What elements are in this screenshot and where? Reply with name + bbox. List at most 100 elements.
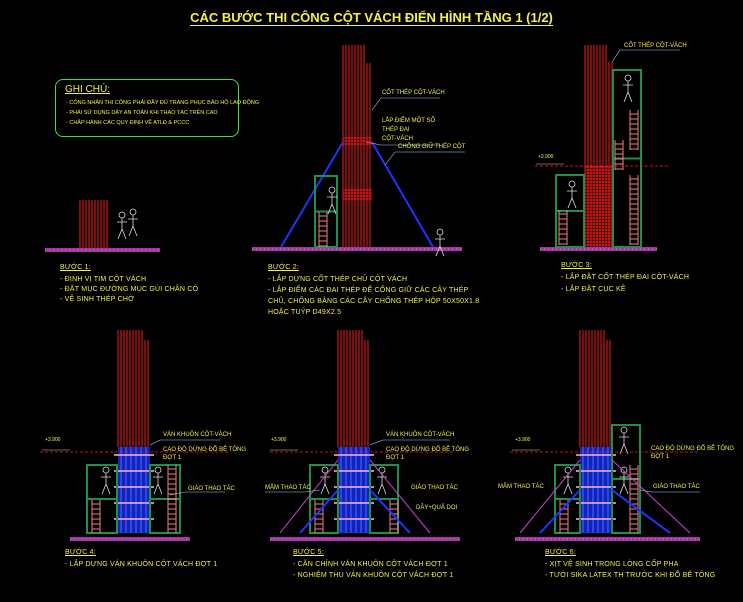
worker-icon [436,228,444,236]
label-plumb-5: DÂY+QUẢ DỌI [416,505,458,511]
formwork-panel [338,447,370,533]
sheet-title-text: CÁC BƯỚC THI CÔNG CỘT VÁCH ĐIỂN HÌNH TẦN… [190,10,553,26]
note-item: - CÔNG NHÂN THI CÔNG PHẢI ĐẦY ĐỦ TRANG P… [66,100,260,106]
worker-icon [101,473,111,495]
brace [280,141,344,248]
step-1-line: - ĐẶT MỤC ĐƯỜNG MỤC GÙI CHÂN CỘ [60,286,199,293]
step-4-line: - LẮP DỰNG VÁN KHUÔN CỘT VÁCH ĐỢT 1 [65,561,218,568]
worker-icon [624,74,632,82]
level-mark-5: +3.900 [271,437,287,443]
brace [369,489,411,534]
label-rebar: CỐT THÉP CỘT-VÁCH [382,90,445,96]
label-tie-2: THÉP ĐAI [382,127,410,133]
step-2-line: HOẶC TUÝP D49X2.5 [268,309,342,316]
brace [299,489,339,534]
worker-icon [563,473,573,495]
notes-heading: GHI CHÚ: [65,84,110,95]
step-3-heading: BƯỚC 3: [561,262,592,269]
worker-icon [129,208,137,216]
worker-icon [377,473,387,495]
worker-icon [623,81,633,103]
step-4-heading: BƯỚC 4: [65,549,96,556]
step-6-line: - XỊT VỆ SINH TRONG LÒNG CỐP PHA [545,561,679,568]
worker-icon [153,473,163,495]
label-pour-level-5b: ĐỢT 1 [386,455,405,461]
formwork-panel [580,447,612,533]
step-5-heading: BƯỚC 5: [293,549,324,556]
worker-icon [619,433,629,455]
step-5-line: - CĂN CHỈNH VÁN KHUÔN CỘT VÁCH ĐỢT 1 [293,561,448,568]
sheet-title: CÁC BƯỚC THI CÔNG CỘT VÁCH ĐIỂN HÌNH TẦN… [0,10,743,26]
brace [279,459,339,534]
worker-icon [567,187,577,209]
label-formwork-4: VÁN KHUÔN CỘT-VÁCH [163,432,232,438]
step-1-line: - VỆ SINH THÉP CHỜ [60,296,135,303]
callout-leader [169,491,186,496]
label-platform-5: MÂM THAO TÁC [265,485,311,491]
label-pour-level-4: CAO ĐỘ DỪNG ĐỔ BÊ TÔNG [163,447,247,453]
step-1-line: - ĐỊNH VỊ TIM CỘT VÁCH [60,276,147,283]
ground-slab [270,537,460,541]
label-scaffold-6: GIÁO THAO TÁC [653,484,700,490]
brace [611,489,671,534]
worker-icon [117,218,127,240]
step-6-heading: BƯỚC 6: [545,549,576,556]
callout-leader [639,489,653,493]
worker-icon [620,426,628,434]
label-rebar-3: CỐT THÉP CỘT-VÁCH [624,43,687,49]
formwork-panel [118,447,150,533]
note-item: - CHẤP HÀNH CÁC QUY ĐỊNH VỀ ATLĐ & PCCC [66,120,190,126]
callout-leader [365,141,382,146]
label-scaffold-4: GIÁO THAO TÁC [188,486,235,492]
label-brace: CHỐNG GIỮ THÉP CỘT [398,144,466,150]
step-5-line: - NGHIỆM THU VÁN KHUÔN CỘT VÁCH ĐỢT 1 [293,572,454,579]
worker-icon [619,473,629,495]
worker-icon [327,193,337,215]
worker-icon [128,215,138,237]
step-3-line: - LẮP ĐẶT CỤC KÊ [561,286,626,293]
worker-icon [620,466,628,474]
worker-icon [154,466,162,474]
brace [369,459,431,534]
worker-icon [118,211,126,219]
brace [539,489,581,534]
level-mark-4: +3.900 [45,437,61,443]
step-3-line: - LẮP ĐẶT CỐT THÉP ĐAI CỘT-VÁCH [561,274,690,281]
step-6-line: - TƯỚI SIKA LATEX TH TRƯỚC KHI ĐỔ BÊ TÔN… [545,572,716,579]
label-tie-1: LẮP ĐIỂM MỘT SỐ [382,118,436,124]
step-2-line: CHỦ, CHỐNG BẰNG CÁC CÂY CHỐNG THÉP HỘP 5… [268,298,480,305]
label-pour-level-4b: ĐỢT 1 [163,455,182,461]
label-scaffold-5: GIÁO THAO TÁC [411,485,458,491]
worker-icon [328,186,336,194]
label-pour-level-6b: ĐỢT 1 [651,454,670,460]
callout-leader [304,489,321,493]
label-tie-3: CỘT-VÁCH [382,136,414,142]
worker-icon [568,180,576,188]
ground-slab [540,247,657,251]
step-1-heading: BƯỚC 1: [60,264,91,271]
callout-leader [371,97,382,111]
worker-icon [321,466,329,474]
callout-leader [149,439,161,446]
worker-icon [102,466,110,474]
brace [519,459,581,534]
brace [371,141,434,248]
callout-leader [369,439,384,446]
step-2-line: - LẮP ĐIỂM CÁC ĐAI THÉP ĐỂ CỐNG GIỮ CÁC … [268,287,469,294]
level-mark-6: +3.900 [515,437,531,443]
label-formwork-5: VÁN KHUÔN CỘT-VÁCH [386,432,455,438]
label-pour-level-5: CAO ĐỘ DỪNG ĐỔ BÊ TÔNG [386,447,470,453]
label-platform-6: MÂM THAO TÁC [498,484,544,490]
callout-leader [611,49,621,63]
callout-leader [384,151,396,166]
step-2-heading: BƯỚC 2: [268,264,299,271]
note-item: - PHẢI SỬ DỤNG DÂY AN TOÀN KHI THAO TÁC … [66,110,218,116]
step-2-line: - LẮP DỰNG CỐT THÉP CHỦ CỘT VÁCH [268,276,408,283]
label-pour-level-6: CAO ĐỘ DỪNG ĐỔ BÊ TÔNG [651,446,735,452]
brace [611,459,691,534]
level-mark-3: +3.900 [538,154,554,160]
worker-icon [435,235,445,257]
ground-slab [45,248,160,252]
